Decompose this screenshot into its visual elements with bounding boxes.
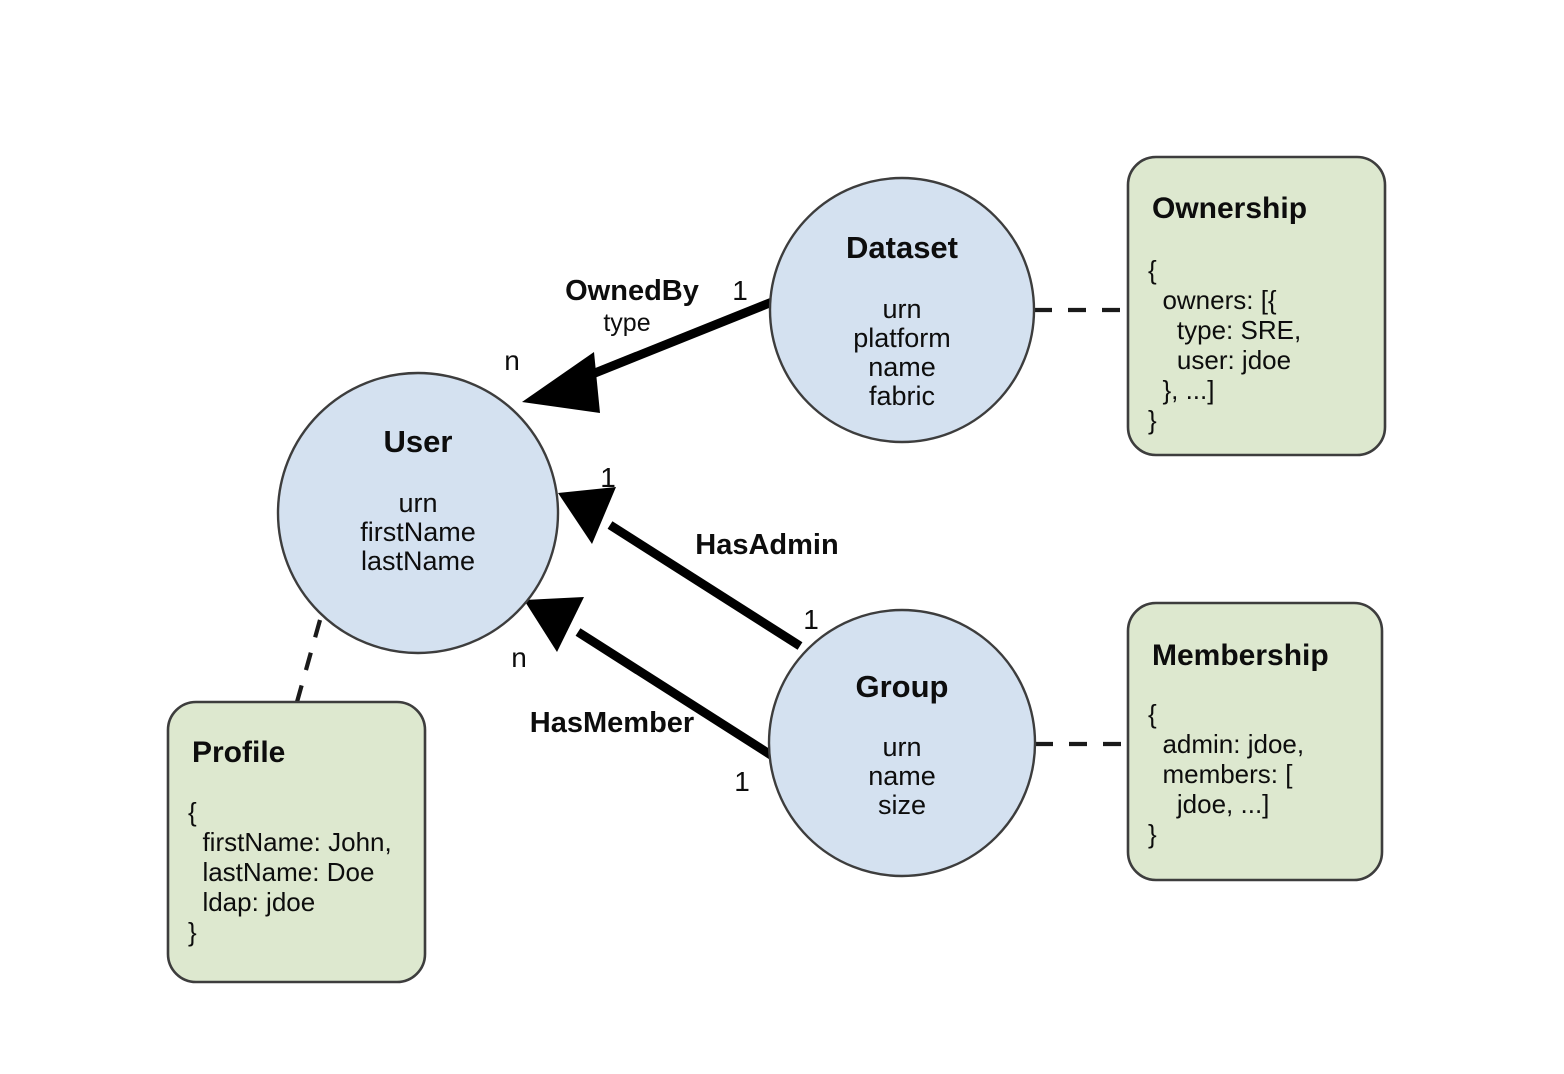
entity-dataset-attr-2: name — [868, 352, 936, 382]
entity-user-attr-2: lastName — [361, 546, 475, 576]
entity-dataset-circle[interactable] — [768, 176, 1036, 444]
attribute-box-profile-line-2: lastName: Doe — [188, 857, 374, 887]
entity-group[interactable]: Group urn name size — [767, 608, 1037, 878]
dashed-link-user-profile — [294, 619, 323, 703]
arrowhead-hasadmin — [558, 487, 616, 544]
relationship-edge-hasadmin — [558, 487, 803, 650]
entity-dataset[interactable]: Dataset urn platform name fabric — [768, 176, 1036, 444]
entity-dataset-title: Dataset — [846, 230, 958, 265]
attribute-box-ownership-title: Ownership — [1152, 192, 1307, 225]
attribute-box-membership-line-2: members: [ — [1148, 759, 1293, 789]
attribute-box-ownership-line-2: type: SRE, — [1148, 315, 1301, 345]
entity-dataset-attr-3: fabric — [869, 381, 935, 411]
attribute-box-ownership-line-0: { — [1148, 255, 1157, 285]
entity-user-circle[interactable] — [276, 371, 560, 655]
attribute-box-membership-line-1: admin: jdoe, — [1148, 729, 1304, 759]
cardinality-hasmember-from: 1 — [734, 766, 750, 797]
attribute-box-membership-title: Membership — [1152, 639, 1329, 672]
entity-group-title: Group — [856, 669, 949, 704]
attribute-box-ownership[interactable]: Ownership { owners: [{ type: SRE, user: … — [1126, 155, 1387, 457]
edge-sublabel-ownedby-type: type — [603, 309, 650, 337]
edge-label-hasadmin: HasAdmin — [695, 529, 838, 561]
entity-user[interactable]: User urn firstName lastName — [276, 371, 560, 655]
cardinality-ownedby-to: n — [504, 345, 520, 376]
attribute-box-profile[interactable]: Profile { firstName: John, lastName: Doe… — [166, 700, 427, 984]
attribute-box-profile-line-4: } — [188, 917, 197, 947]
attribute-box-membership-rect[interactable] — [1126, 601, 1384, 882]
edge-label-ownedby: OwnedBy — [565, 275, 699, 307]
entity-dataset-attr-1: platform — [853, 323, 951, 353]
arrowhead-hasmember — [524, 597, 584, 652]
entity-group-attr-0: urn — [882, 732, 921, 762]
attribute-box-ownership-rect[interactable] — [1126, 155, 1387, 457]
relationship-edge-ownedby — [522, 297, 774, 413]
entity-group-circle[interactable] — [767, 608, 1037, 878]
attribute-box-membership-line-3: jdoe, ...] — [1148, 789, 1269, 819]
relationship-edge-hasmember — [524, 597, 788, 768]
edge-label-hasmember: HasMember — [530, 707, 694, 739]
attribute-box-profile-line-0: { — [188, 797, 197, 827]
entity-group-attr-2: size — [878, 790, 926, 820]
arrowhead-ownedby — [522, 352, 600, 413]
attribute-box-profile-line-1: firstName: John, — [188, 827, 392, 857]
cardinality-hasadmin-from: 1 — [803, 604, 819, 635]
attribute-box-profile-line-3: ldap: jdoe — [188, 887, 315, 917]
entity-user-title: User — [384, 424, 453, 459]
entity-user-attr-1: firstName — [360, 517, 476, 547]
attribute-box-membership[interactable]: Membership { admin: jdoe, members: [ jdo… — [1126, 601, 1384, 882]
attribute-box-ownership-line-4: }, ...] — [1148, 375, 1214, 405]
entity-user-attr-0: urn — [398, 488, 437, 518]
cardinality-hasadmin-to: 1 — [600, 462, 616, 493]
attribute-box-ownership-line-5: } — [1148, 405, 1157, 435]
attribute-box-membership-line-4: } — [1148, 819, 1157, 849]
attribute-box-ownership-line-1: owners: [{ — [1148, 285, 1277, 315]
attribute-box-membership-line-0: { — [1148, 699, 1157, 729]
cardinality-ownedby-from: 1 — [732, 275, 748, 306]
attribute-box-profile-title: Profile — [192, 736, 285, 769]
attribute-box-profile-rect[interactable] — [166, 700, 427, 984]
entity-dataset-attr-0: urn — [882, 294, 921, 324]
cardinality-hasmember-to: n — [511, 642, 527, 673]
attribute-box-ownership-line-3: user: jdoe — [1148, 345, 1291, 375]
entity-group-attr-1: name — [868, 761, 936, 791]
